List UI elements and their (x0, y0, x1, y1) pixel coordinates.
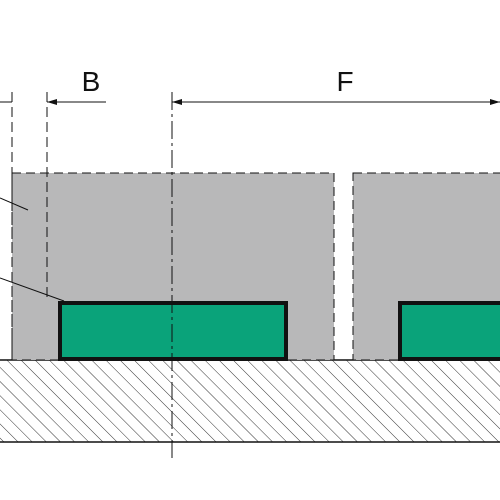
leader-line-upper (0, 197, 29, 211)
dimension-f-label: F (336, 66, 353, 97)
dimension-b: B (0, 66, 106, 105)
substrate (0, 359, 500, 443)
dimension-b-label: B (82, 66, 101, 97)
leader-line-lower (0, 277, 65, 302)
right-seal-block (398, 301, 500, 361)
left-seal-block (58, 301, 288, 361)
dimension-f: F (172, 66, 500, 105)
